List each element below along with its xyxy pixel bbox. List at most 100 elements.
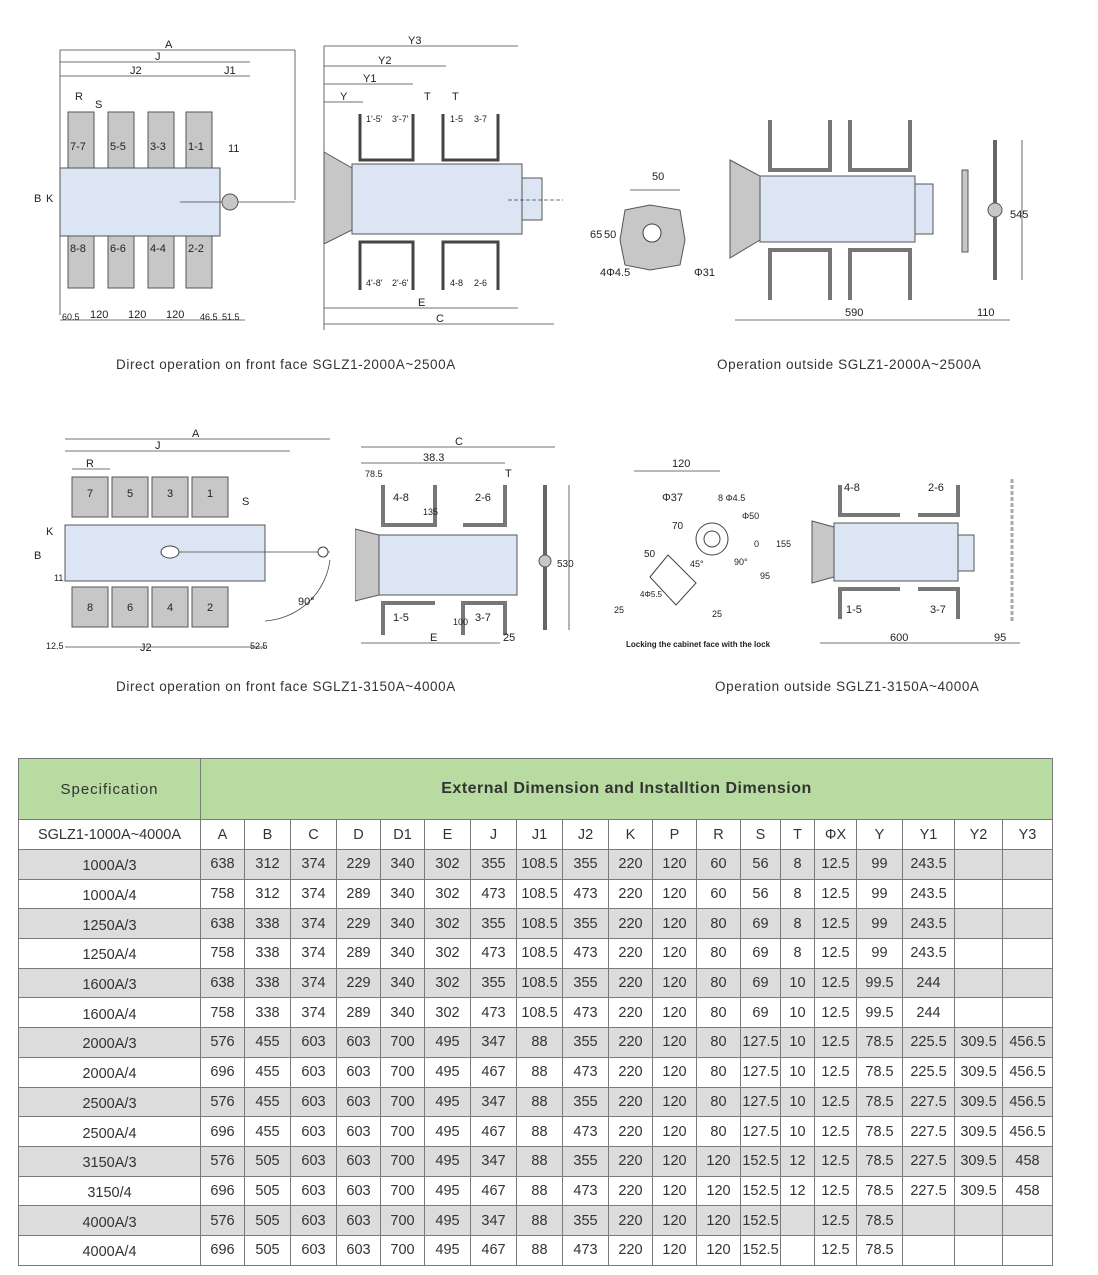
table-cell: 88 bbox=[516, 1027, 563, 1058]
table-cell: 576 bbox=[200, 1145, 245, 1177]
table-cell: 8 bbox=[780, 908, 815, 940]
drawing-caption: Direct operation on front face SGLZ1-200… bbox=[116, 357, 456, 372]
table-cell bbox=[1002, 878, 1053, 910]
table-cell: 243.5 bbox=[902, 878, 955, 910]
table-cell: 127.5 bbox=[740, 1086, 781, 1118]
table-cell: 220 bbox=[608, 1234, 653, 1266]
table-cell: 88 bbox=[516, 1175, 563, 1207]
table-cell: 638 bbox=[200, 908, 245, 940]
dim-label: E bbox=[418, 297, 425, 309]
terminal-label: 8-8 bbox=[70, 243, 86, 255]
table-cell: 12.5 bbox=[814, 908, 857, 940]
table-cell: 120 bbox=[652, 1205, 697, 1236]
terminal-label: 3-3 bbox=[150, 141, 166, 153]
table-cell: 12.5 bbox=[814, 1205, 857, 1236]
table-cell: 120 bbox=[696, 1205, 741, 1236]
table-cell: 8 bbox=[780, 849, 815, 880]
terminal-label: 1-1 bbox=[188, 141, 204, 153]
terminal-label: 7 bbox=[87, 488, 93, 500]
table-cell: 120 bbox=[652, 878, 697, 910]
dim-label: 50 bbox=[644, 549, 656, 560]
table-cell: 120 bbox=[652, 997, 697, 1029]
table-cell: 700 bbox=[380, 1205, 425, 1236]
dim-label: E bbox=[430, 632, 437, 644]
table-cell: 220 bbox=[608, 1205, 653, 1236]
table-cell: 69 bbox=[740, 908, 781, 940]
table-cell: 347 bbox=[470, 1027, 517, 1058]
terminal-label: 3-7 bbox=[475, 612, 491, 624]
table-cell: 603 bbox=[336, 1056, 381, 1088]
terminal-label: 6-6 bbox=[110, 243, 126, 255]
table-cell: 78.5 bbox=[856, 1145, 903, 1177]
table-cell: 12.5 bbox=[814, 1056, 857, 1088]
table-cell: 576 bbox=[200, 1205, 245, 1236]
column-header: J2 bbox=[562, 819, 609, 850]
terminal-label: 1-5 bbox=[846, 604, 862, 616]
table-cell: 10 bbox=[780, 997, 815, 1029]
terminal-label: 2-6 bbox=[928, 482, 944, 494]
dim-label: 65 bbox=[590, 229, 602, 241]
table-cell: 603 bbox=[290, 1086, 337, 1118]
table-cell: 80 bbox=[696, 938, 741, 969]
dim-label: J bbox=[155, 51, 161, 63]
table-cell: 10 bbox=[780, 967, 815, 999]
table-cell: 220 bbox=[608, 878, 653, 910]
table-cell bbox=[902, 1205, 955, 1236]
dim-label: 120 bbox=[672, 458, 690, 470]
table-cell: 467 bbox=[470, 1234, 517, 1266]
model-cell: 3150/4 bbox=[18, 1175, 201, 1207]
table-cell: 225.5 bbox=[902, 1056, 955, 1088]
table-cell: 455 bbox=[244, 1086, 291, 1118]
table-cell: 78.5 bbox=[856, 1234, 903, 1266]
dim-label: T bbox=[424, 91, 431, 103]
table-cell: 227.5 bbox=[902, 1116, 955, 1147]
table-cell: 78.5 bbox=[856, 1116, 903, 1147]
table-cell: 80 bbox=[696, 1056, 741, 1088]
table-cell: 696 bbox=[200, 1116, 245, 1147]
table-cell: 458 bbox=[1002, 1145, 1053, 1177]
table-cell: 12.5 bbox=[814, 1175, 857, 1207]
table-cell: 309.5 bbox=[954, 1086, 1003, 1118]
table-cell: 88 bbox=[516, 1086, 563, 1118]
table-cell: 302 bbox=[424, 878, 471, 910]
dim-label: 95 bbox=[760, 571, 770, 581]
terminal-label: 2-6 bbox=[475, 492, 491, 504]
table-cell: 495 bbox=[424, 1145, 471, 1177]
column-header: J1 bbox=[516, 819, 563, 850]
dim-label: T bbox=[505, 468, 512, 480]
table-cell: 603 bbox=[290, 1234, 337, 1266]
table-cell: 289 bbox=[336, 997, 381, 1029]
table-cell: 99 bbox=[856, 938, 903, 969]
table-cell: 603 bbox=[290, 1027, 337, 1058]
table-cell: 700 bbox=[380, 1086, 425, 1118]
drawing-caption: Operation outside SGLZ1-3150A~4000A bbox=[715, 679, 980, 694]
terminal-label: 4-8 bbox=[844, 482, 860, 494]
table-cell: 220 bbox=[608, 908, 653, 940]
table-cell: 505 bbox=[244, 1145, 291, 1177]
terminal-label: 1'-5' bbox=[366, 114, 383, 124]
table-cell: 638 bbox=[200, 967, 245, 999]
table-cell: 758 bbox=[200, 938, 245, 969]
table-cell: 108.5 bbox=[516, 908, 563, 940]
dim-label: 120 bbox=[90, 309, 108, 321]
dim-label: J2 bbox=[130, 65, 142, 77]
terminal-label: 5 bbox=[127, 488, 133, 500]
table-cell: 10 bbox=[780, 1116, 815, 1147]
table-cell: 120 bbox=[652, 1116, 697, 1147]
dim-label: J2 bbox=[140, 642, 152, 654]
table-cell bbox=[780, 1205, 815, 1236]
column-header: A bbox=[200, 819, 245, 850]
table-cell bbox=[954, 967, 1003, 999]
table-cell: 495 bbox=[424, 1205, 471, 1236]
table-cell: 505 bbox=[244, 1205, 291, 1236]
table-cell: 120 bbox=[652, 1086, 697, 1118]
dim-label: Y1 bbox=[363, 73, 376, 85]
table-cell: 603 bbox=[290, 1116, 337, 1147]
table-cell: 603 bbox=[336, 1145, 381, 1177]
